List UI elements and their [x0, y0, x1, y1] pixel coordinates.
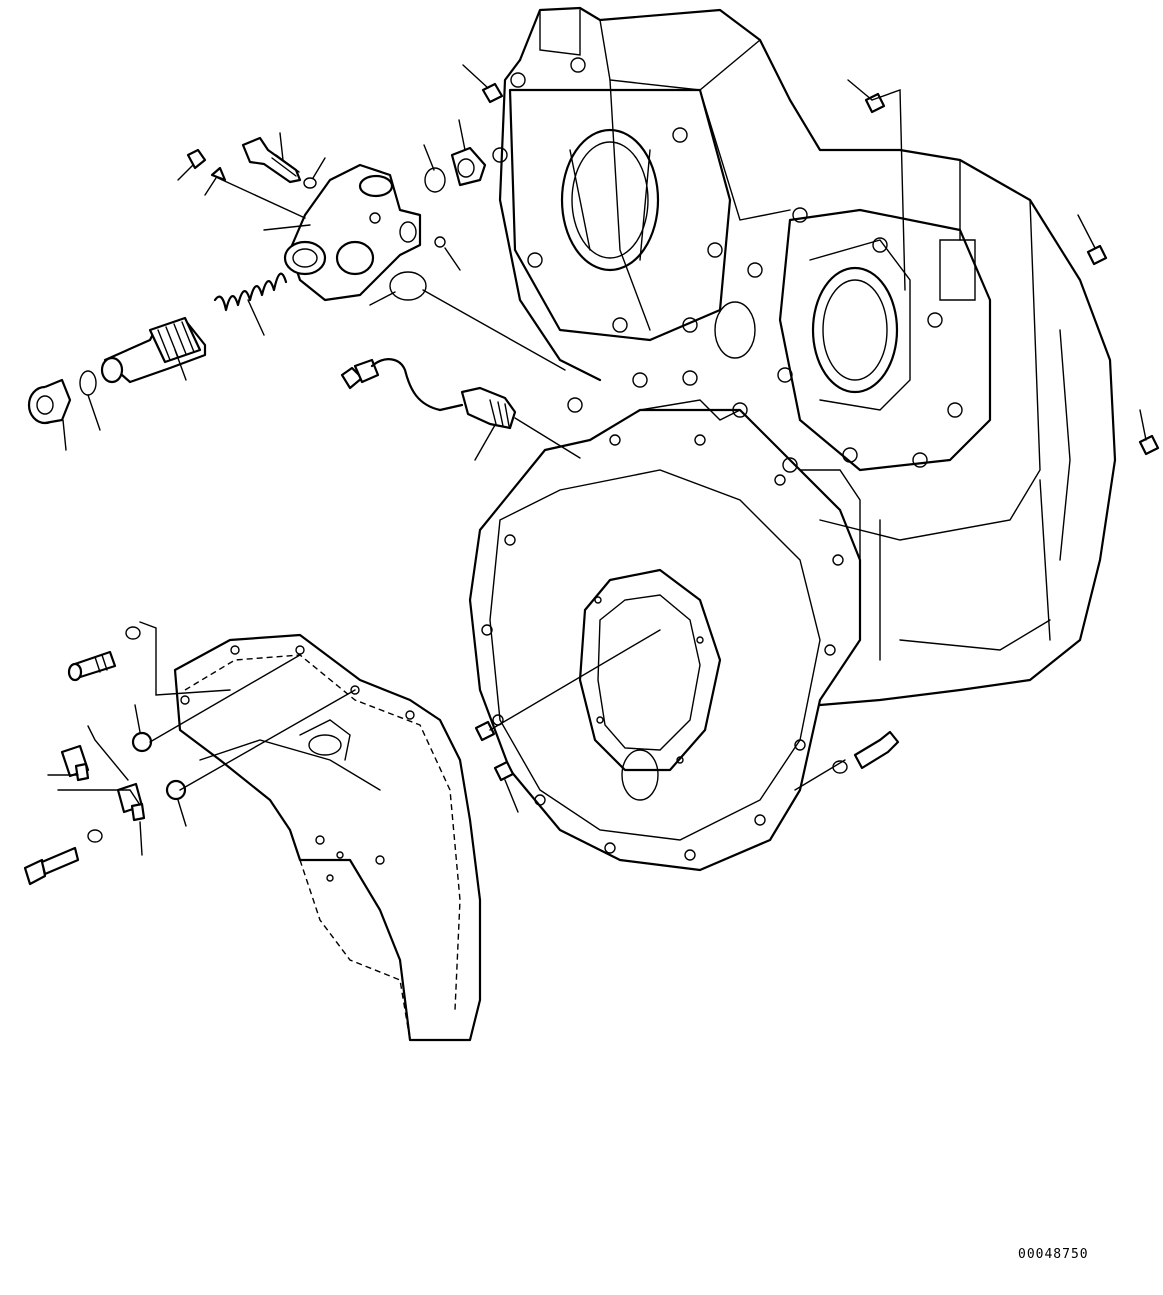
lower-cover — [175, 635, 480, 1040]
pressure-sensor — [342, 359, 515, 428]
rear-housing — [493, 8, 1115, 705]
leader-lines — [48, 65, 1146, 855]
clamp-parts — [25, 627, 898, 884]
bolt — [243, 138, 300, 182]
flywheel-housing — [470, 400, 860, 870]
drawing-number: 00048750 — [1018, 1247, 1089, 1262]
valve-body — [285, 165, 420, 300]
spool — [102, 318, 205, 382]
spring — [215, 274, 286, 310]
plug — [29, 371, 96, 423]
